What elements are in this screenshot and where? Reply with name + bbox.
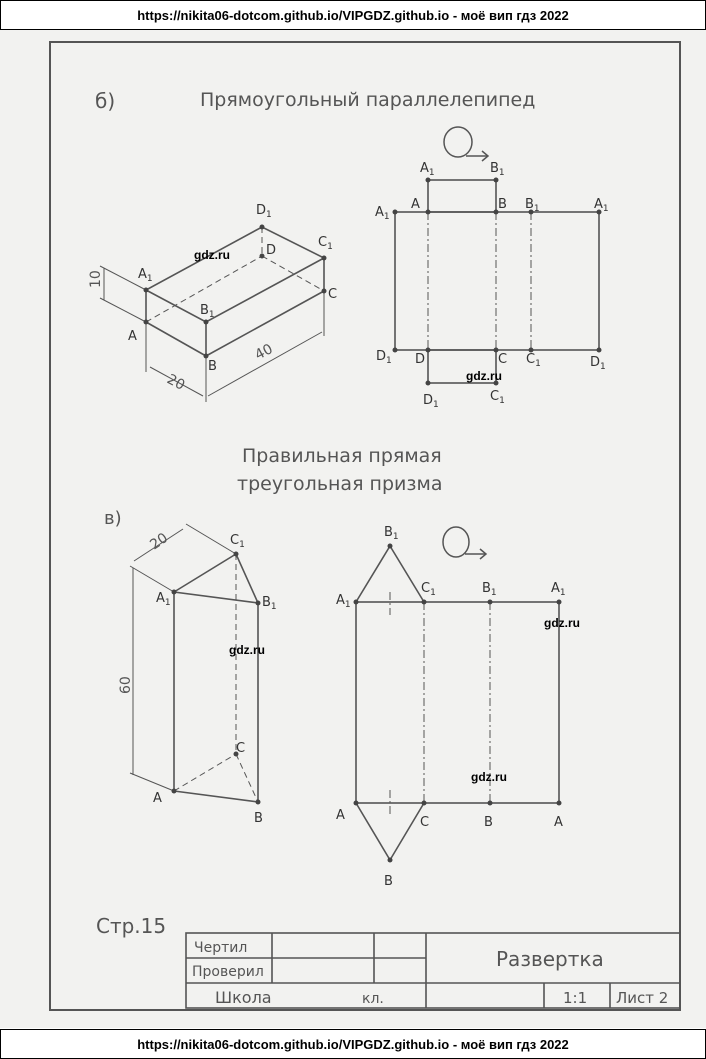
svg-text:D1: D1 bbox=[256, 203, 272, 220]
box-net-vertices bbox=[392, 177, 602, 386]
box-isometric bbox=[99, 226, 326, 402]
section-b-letter: б) bbox=[95, 89, 115, 113]
prism-dim-height: 60 bbox=[118, 676, 134, 694]
prism-net bbox=[355, 544, 560, 862]
title-block-school: Школа bbox=[215, 988, 272, 1007]
svg-text:C1: C1 bbox=[318, 235, 333, 252]
svg-text:B: B bbox=[384, 874, 393, 889]
title-block bbox=[185, 932, 681, 1009]
drawing-canvas: б) Прямоугольный параллелепипед 10 20 40 bbox=[49, 41, 681, 1011]
section-v-title-2: треугольная призма bbox=[237, 473, 442, 495]
box-vertex-labels: A1 B1 C1 D1 A B C D bbox=[128, 203, 337, 374]
svg-text:C: C bbox=[420, 815, 429, 830]
svg-text:D1: D1 bbox=[423, 393, 439, 410]
rotation-arrow-icon bbox=[443, 126, 490, 162]
svg-text:D1: D1 bbox=[590, 355, 606, 372]
svg-text:A: A bbox=[128, 329, 137, 344]
svg-text:B1: B1 bbox=[525, 197, 540, 214]
box-vertices bbox=[143, 224, 327, 359]
svg-text:B1: B1 bbox=[200, 303, 215, 320]
box-dimension-labels: 10 20 40 bbox=[88, 270, 276, 394]
svg-text:D: D bbox=[266, 243, 276, 258]
rotation-arrow-icon bbox=[442, 526, 488, 560]
prism-vertices bbox=[171, 551, 261, 805]
section-v-letter: в) bbox=[104, 508, 122, 529]
watermark: gdz.ru bbox=[229, 643, 265, 657]
svg-text:C1: C1 bbox=[490, 389, 505, 406]
svg-text:A: A bbox=[411, 197, 420, 212]
svg-text:C1: C1 bbox=[526, 352, 541, 369]
svg-text:D1: D1 bbox=[376, 349, 392, 366]
watermark: gdz.ru bbox=[466, 369, 502, 383]
page-reference: Стр.15 bbox=[96, 914, 166, 938]
svg-text:A: A bbox=[336, 808, 345, 823]
svg-text:A1: A1 bbox=[138, 267, 153, 284]
section-v-title-1: Правильная прямая bbox=[242, 445, 442, 467]
svg-text:C1: C1 bbox=[230, 533, 245, 550]
svg-text:B1: B1 bbox=[490, 161, 505, 178]
title-block-drew: Чертил bbox=[194, 940, 247, 956]
svg-text:B: B bbox=[484, 815, 493, 830]
svg-text:A: A bbox=[153, 791, 162, 806]
watermark: gdz.ru bbox=[194, 248, 230, 262]
title-block-text: Чертил Проверил Школа кл. Развертка 1:1 … bbox=[192, 940, 668, 1007]
box-dim-length: 40 bbox=[252, 341, 275, 363]
prism-isometric bbox=[129, 523, 260, 803]
title-block-checked: Проверил bbox=[192, 964, 264, 980]
drawing-frame bbox=[49, 41, 681, 1011]
svg-text:A1: A1 bbox=[156, 591, 171, 608]
svg-text:C: C bbox=[328, 287, 337, 302]
svg-text:C: C bbox=[498, 352, 507, 367]
title-block-title: Развертка bbox=[496, 947, 604, 971]
prism-net-vertices bbox=[353, 543, 562, 863]
prism-net-labels: B1 A1 C1 B1 A1 A C B A B bbox=[336, 525, 566, 889]
svg-text:B: B bbox=[254, 811, 263, 826]
svg-text:A1: A1 bbox=[594, 197, 609, 214]
watermark: gdz.ru bbox=[544, 616, 580, 630]
drawing-sheet: б) Прямоугольный параллелепипед 10 20 40 bbox=[0, 30, 706, 1028]
watermark: gdz.ru bbox=[471, 770, 507, 784]
top-banner: https://nikita06-dotcom.github.io/VIPGDZ… bbox=[0, 0, 706, 30]
title-block-sheet: Лист 2 bbox=[616, 989, 668, 1007]
svg-text:D: D bbox=[415, 352, 425, 367]
box-dim-width: 20 bbox=[164, 371, 187, 393]
svg-text:B1: B1 bbox=[262, 595, 277, 612]
svg-text:B1: B1 bbox=[482, 581, 497, 598]
title-block-class: кл. bbox=[362, 991, 384, 1007]
svg-text:A1: A1 bbox=[420, 161, 435, 178]
bottom-banner: https://nikita06-dotcom.github.io/VIPGDZ… bbox=[0, 1029, 706, 1059]
section-b-title: Прямоугольный параллелепипед bbox=[200, 89, 535, 111]
svg-text:A1: A1 bbox=[336, 593, 351, 610]
svg-text:B: B bbox=[208, 359, 217, 374]
svg-text:B: B bbox=[498, 197, 507, 212]
svg-text:B1: B1 bbox=[384, 525, 399, 542]
svg-text:A: A bbox=[554, 815, 563, 830]
svg-text:A1: A1 bbox=[375, 205, 390, 222]
title-block-scale: 1:1 bbox=[563, 989, 587, 1007]
prism-vertex-labels: A1 C1 B1 A C B bbox=[153, 533, 277, 826]
box-net-labels: A1 B1 A1 A B B1 A1 D1 D C C1 D1 D1 C1 bbox=[375, 161, 609, 410]
svg-text:A1: A1 bbox=[551, 581, 566, 598]
svg-text:C1: C1 bbox=[421, 581, 436, 598]
box-dim-height: 10 bbox=[88, 270, 104, 288]
svg-text:C: C bbox=[236, 741, 245, 756]
